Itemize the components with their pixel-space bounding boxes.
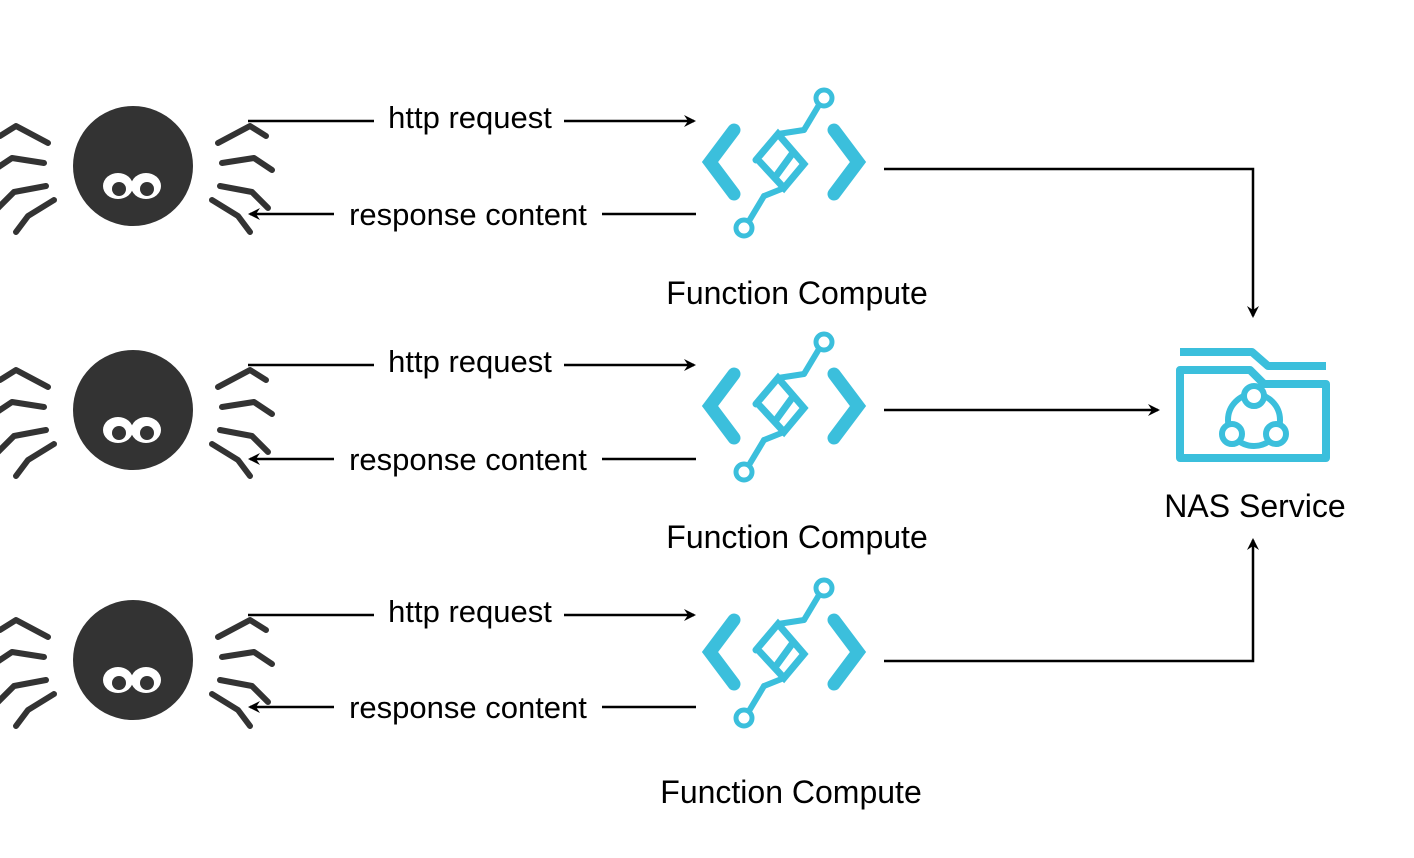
response-label: response content: [349, 197, 587, 232]
response-label: response content: [349, 442, 587, 477]
function-compute-label: Function Compute: [660, 774, 921, 810]
fc3-to-nas-connector: [884, 538, 1259, 663]
request-label: http request: [388, 594, 552, 629]
function-compute-icon: [710, 580, 858, 726]
nas-folder-icon: [1180, 352, 1326, 458]
function-compute-label: Function Compute: [666, 519, 927, 555]
request-label: http request: [388, 100, 552, 135]
nas-service-label: NAS Service: [1164, 488, 1345, 524]
function-compute-icon: [710, 334, 858, 480]
spider-icon: [0, 106, 272, 232]
nas-service-node: NAS Service: [1164, 352, 1346, 524]
request-label: http request: [388, 344, 552, 379]
fc1-to-nas-connector: [884, 167, 1259, 318]
row-3: http request response content Function C…: [0, 580, 922, 810]
spider-icon: [0, 350, 272, 476]
row-1: http request response content Function C…: [0, 90, 928, 311]
function-compute-label: Function Compute: [666, 275, 927, 311]
response-label: response content: [349, 690, 587, 725]
function-compute-icon: [710, 90, 858, 236]
row-2: http request response content Function C…: [0, 334, 928, 555]
spider-icon: [0, 600, 272, 726]
